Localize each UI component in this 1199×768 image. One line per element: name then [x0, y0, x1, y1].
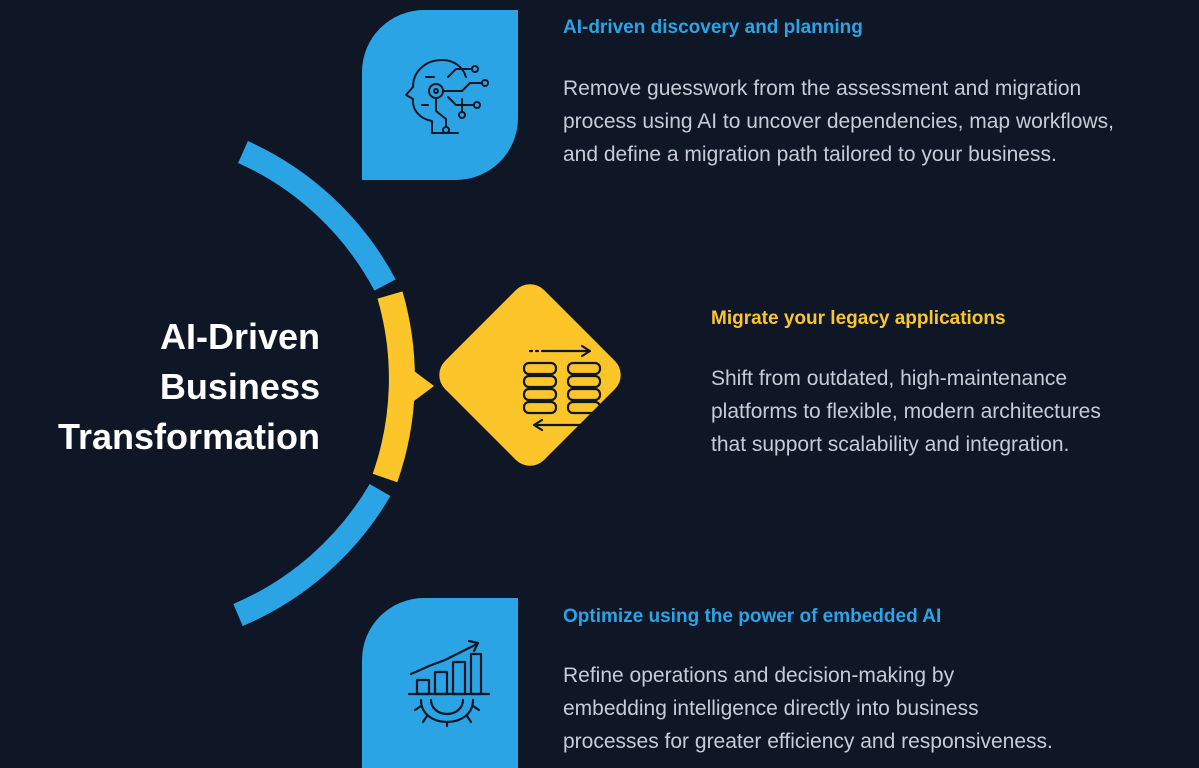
section-body-line: process using AI to uncover dependencies…: [563, 110, 1114, 133]
section-title-migration: Migrate your legacy applications: [711, 308, 1006, 329]
section-body-line: processes for greater efficiency and res…: [563, 730, 1053, 753]
main-title: AI-Driven Business Transformation: [0, 312, 320, 462]
optimize-icon-tile: [362, 598, 518, 768]
ai-head-circuit-icon: [400, 53, 496, 143]
section-body-migration: Shift from outdated, high-maintenance pl…: [711, 362, 1101, 461]
arc-segment-middle: [372, 291, 415, 483]
section-body-line: Shift from outdated, high-maintenance: [711, 367, 1068, 390]
section-body-line: and define a migration path tailored to …: [563, 143, 1057, 166]
section-body-line: Refine operations and decision-making by: [563, 664, 955, 687]
section-body-line: embedding intelligence directly into bus…: [563, 697, 979, 720]
main-title-line-1: AI-Driven: [159, 316, 320, 357]
database-migration-icon: [516, 343, 608, 435]
discovery-icon-tile: [362, 10, 518, 180]
section-title-optimize: Optimize using the power of embedded AI: [563, 606, 942, 627]
arc-pointer: [402, 362, 434, 410]
section-body-discovery: Remove guesswork from the assessment and…: [563, 72, 1114, 171]
section-body-line: platforms to flexible, modern architectu…: [711, 400, 1101, 423]
main-title-line-2: Business: [159, 366, 320, 407]
main-title-line-3: Transformation: [57, 416, 320, 457]
arc-segment-top: [238, 141, 396, 291]
section-title-discovery: AI-driven discovery and planning: [563, 17, 863, 38]
section-body-line: that support scalability and integration…: [711, 433, 1070, 456]
section-body-line: Remove guesswork from the assessment and…: [563, 77, 1082, 100]
growth-chart-gear-icon: [405, 638, 495, 728]
arc-segment-bottom: [233, 483, 391, 627]
section-body-optimize: Refine operations and decision-making by…: [563, 659, 1053, 758]
